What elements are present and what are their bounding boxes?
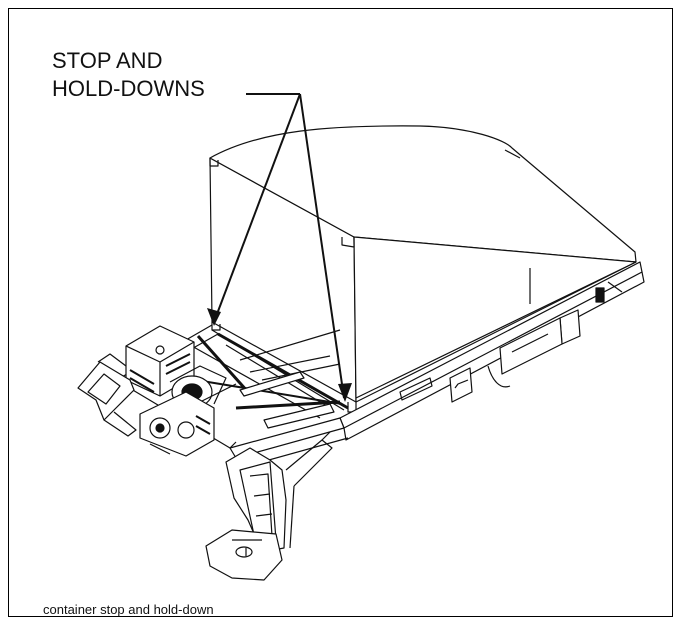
power-unit: [125, 325, 237, 457]
callout-label: STOP AND HOLD-DOWNS: [52, 47, 205, 103]
callout-line-1: STOP AND: [52, 48, 163, 73]
container: [209, 125, 637, 413]
tow-bar: [77, 353, 137, 437]
trailer-frame: [119, 261, 645, 469]
figure-caption: container stop and hold-down: [43, 602, 214, 617]
callout-line-2: HOLD-DOWNS: [52, 76, 205, 101]
callout-arrowheads: [207, 308, 352, 402]
leveling-jack: [205, 431, 333, 581]
callout-leaders: [213, 93, 345, 399]
